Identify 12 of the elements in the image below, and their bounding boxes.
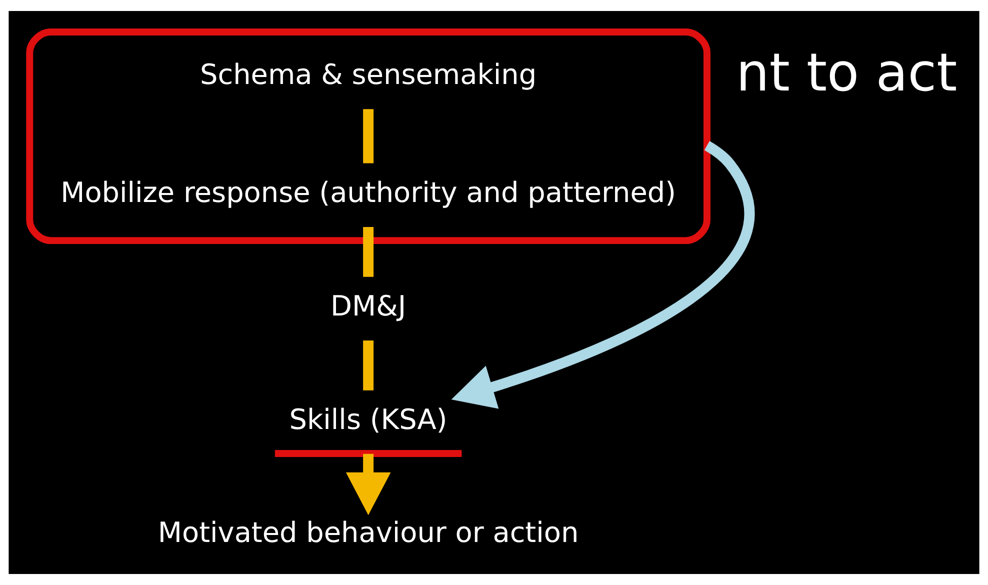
node-text: Motivated behaviour or action (158, 516, 579, 550)
connector (363, 340, 374, 390)
arrow (346, 454, 391, 516)
node-text: Skills (KSA) (289, 402, 448, 436)
node-text: Mobilize response (authority and patterned) (60, 176, 676, 209)
node-text: DM&J (330, 289, 406, 322)
connector (363, 226, 374, 277)
node-text: Schema & sensemaking (200, 58, 537, 91)
arrow (451, 141, 755, 409)
cluster (26, 28, 710, 244)
connector (363, 109, 374, 164)
label: nt to act (736, 42, 958, 104)
